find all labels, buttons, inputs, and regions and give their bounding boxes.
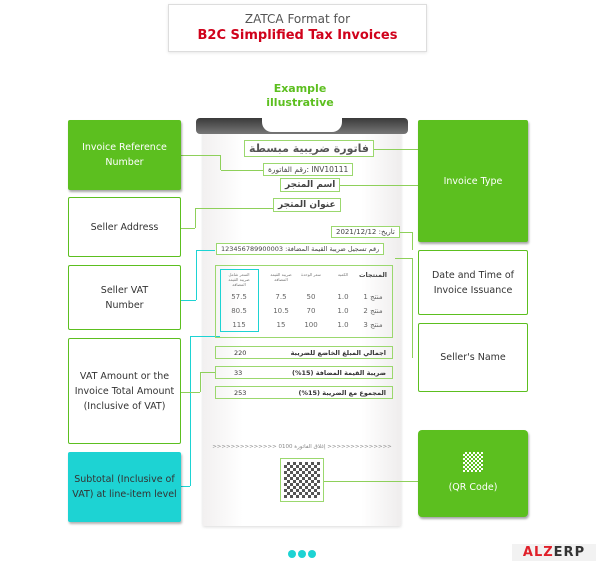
qr-icon — [463, 452, 483, 472]
connector — [190, 336, 220, 486]
invoice-footer: >>>>>>>>>>>>>> إغلاق الفاتورة 0100 >>>>>… — [212, 444, 392, 450]
connector — [221, 170, 263, 171]
total-value: 253 — [234, 389, 247, 397]
connector — [181, 486, 190, 487]
connector — [181, 392, 200, 393]
table-cell: 1.0 — [337, 321, 349, 329]
items-table: المنتجات الكمية سعر الوحدة ضريبة القيمة … — [215, 265, 393, 338]
table-cell: 57.5 — [231, 293, 247, 301]
connector — [395, 258, 413, 358]
title-line2: B2C Simplified Tax Invoices — [197, 28, 398, 43]
total-value: 33 — [234, 369, 243, 377]
pagination-dot[interactable] — [288, 550, 296, 558]
label-invoice-type: Invoice Type — [418, 120, 528, 242]
label-seller-name: Seller's Name — [418, 323, 528, 392]
label-invoice-reference: Invoice Reference Number — [68, 120, 181, 190]
pagination-dot[interactable] — [298, 550, 306, 558]
th-qty: الكمية — [337, 272, 349, 277]
total-label: المجموع مع الضريبة (15%) — [298, 389, 387, 397]
total-row: اجمالي المبلغ الخاضع للضريبة 220 — [215, 346, 393, 359]
th-products: المنتجات — [359, 271, 387, 279]
table-cell: 10.5 — [273, 307, 289, 315]
connector — [181, 300, 196, 301]
title-box: ZATCA Format for B2C Simplified Tax Invo… — [168, 4, 427, 52]
label-seller-address: Seller Address — [68, 197, 181, 257]
total-row: ضريبة القيمة المضافة (15%) 33 — [215, 366, 393, 379]
table-cell: منتج 3 — [363, 321, 383, 329]
total-label: اجمالي المبلغ الخاضع للضريبة — [290, 349, 386, 357]
connector — [336, 185, 418, 186]
title-line1: ZATCA Format for — [244, 12, 351, 26]
example-line2: illustrative — [266, 96, 334, 109]
label-date-time: Date and Time of Invoice Issuance — [418, 250, 528, 315]
subtotal-highlight — [220, 269, 259, 332]
label-subtotal: Subtotal (Inclusive of VAT) at line-item… — [68, 452, 181, 522]
th-vat: ضريبة القيمة المضافة — [270, 272, 292, 282]
connector — [346, 149, 418, 150]
table-cell: 50 — [306, 293, 316, 301]
connector — [324, 481, 418, 482]
table-cell: 115 — [232, 321, 246, 329]
table-cell: منتج 1 — [363, 293, 383, 301]
total-label: ضريبة القيمة المضافة (15%) — [291, 369, 386, 377]
table-cell: منتج 2 — [363, 307, 383, 315]
table-cell: 15 — [276, 321, 286, 329]
connector — [181, 228, 195, 229]
connector — [181, 155, 221, 170]
table-cell: 100 — [304, 321, 318, 329]
store-name: اسم المتجر — [280, 178, 341, 192]
table-cell: 1.0 — [337, 307, 349, 315]
total-value: 220 — [234, 349, 247, 357]
vat-number: رقم تسجيل ضريبة القيمة المضافة: 12345678… — [216, 243, 385, 255]
table-cell: 70 — [306, 307, 316, 315]
th-unit-price: سعر الوحدة — [301, 272, 321, 277]
table-cell: 7.5 — [275, 293, 287, 301]
qr-label: (QR Code) — [448, 482, 498, 493]
qr-code — [280, 458, 324, 502]
label-qr-code: (QR Code) — [418, 430, 528, 517]
pagination-dot[interactable] — [308, 550, 316, 558]
invoice-title: فاتورة ضريبية مبسطة — [244, 140, 374, 157]
connector — [200, 372, 215, 392]
total-row: المجموع مع الضريبة (15%) 253 — [215, 386, 393, 399]
store-address: عنوان المتجر — [273, 198, 341, 212]
connector — [195, 208, 285, 228]
label-vat-amount: VAT Amount or the Invoice Total Amount (… — [68, 338, 181, 444]
connector — [196, 250, 215, 300]
invoice-date: تاريخ: 2021/12/12 — [331, 226, 400, 238]
th-total: السعر شامل ضريبة القيمة المضافة — [228, 272, 250, 287]
invoice-number: رقم الفاتورة: INV10111 — [263, 163, 354, 176]
receipt-tab — [262, 118, 342, 132]
example-line1: Example — [273, 82, 327, 95]
alzerp-logo: ALZERP — [512, 544, 596, 561]
table-cell: 1.0 — [337, 293, 349, 301]
table-cell: 80.5 — [231, 307, 247, 315]
label-seller-vat: Seller VAT Number — [68, 265, 181, 330]
